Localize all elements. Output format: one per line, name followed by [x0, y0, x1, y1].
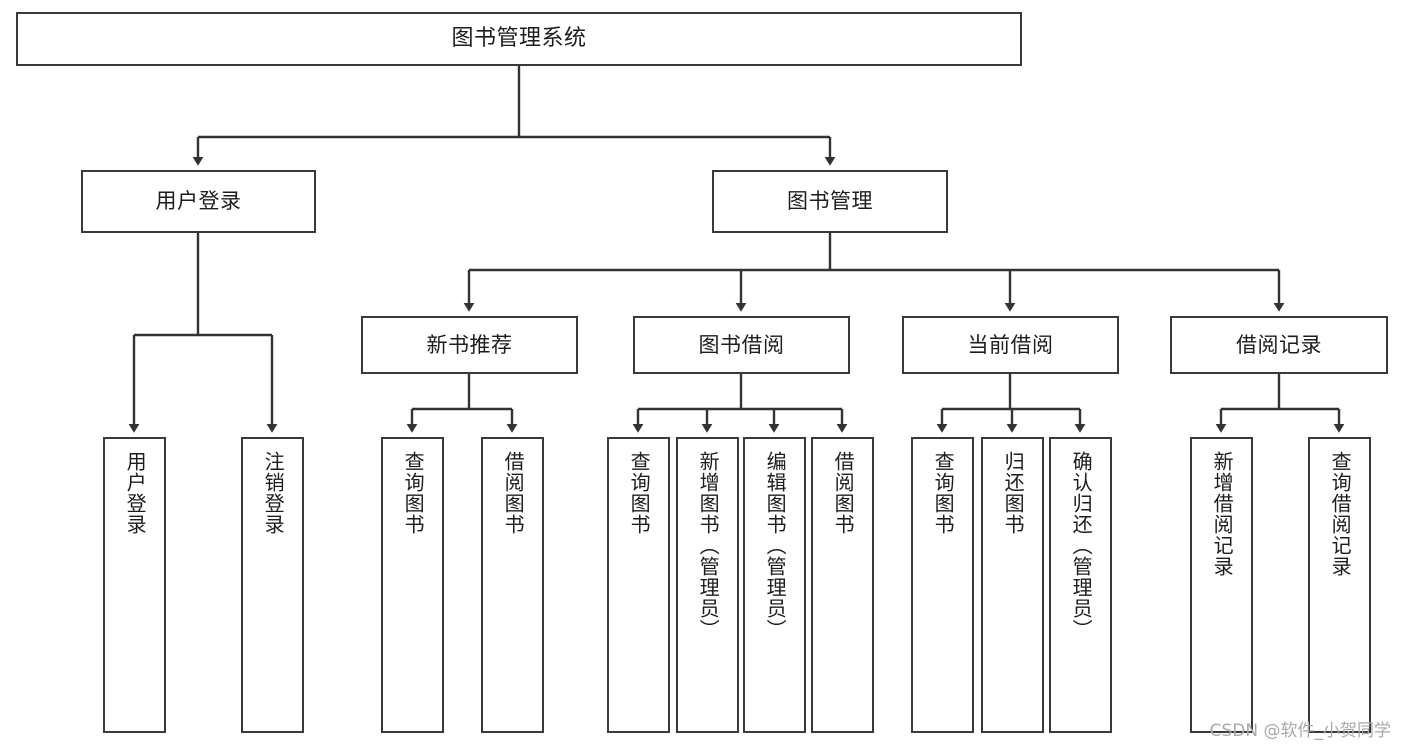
leaf-return-book[interactable]: 归还图书	[981, 437, 1044, 733]
node-label: 借阅记录	[1236, 332, 1322, 357]
leaf-query-book-newbook[interactable]: 查询图书	[381, 437, 444, 733]
leaf-add-book-admin[interactable]: 新增图书（管理员）	[676, 437, 739, 733]
node-label: 查询图书	[401, 451, 426, 535]
leaf-lend-book[interactable]: 借阅图书	[811, 437, 874, 733]
leaf-query-borrow-record[interactable]: 查询借阅记录	[1308, 437, 1371, 733]
node-label: 编辑图书（管理员）	[763, 451, 788, 640]
leaf-query-book-current[interactable]: 查询图书	[911, 437, 974, 733]
node-label: 新书推荐	[426, 332, 513, 357]
node-label: 图书管理	[787, 189, 873, 214]
leaf-logout[interactable]: 注销登录	[241, 437, 304, 733]
node-label: 借阅图书	[831, 451, 856, 535]
node-label: 确认归还（管理员）	[1069, 451, 1094, 640]
node-root-system[interactable]: 图书管理系统	[16, 12, 1022, 66]
node-label: 注销登录	[261, 451, 286, 535]
node-label: 归还图书	[1001, 451, 1026, 535]
node-label: 查询图书	[627, 451, 652, 535]
node-label: 新增借阅记录	[1210, 451, 1235, 577]
node-book-borrow[interactable]: 图书借阅	[633, 316, 850, 374]
leaf-query-book-borrow[interactable]: 查询图书	[607, 437, 670, 733]
node-label: 新增图书（管理员）	[696, 451, 721, 640]
node-label: 查询图书	[931, 451, 956, 535]
node-label: 借阅图书	[501, 451, 526, 535]
leaf-add-borrow-record[interactable]: 新增借阅记录	[1190, 437, 1253, 733]
node-label: 查询借阅记录	[1328, 451, 1353, 577]
leaf-confirm-return-admin[interactable]: 确认归还（管理员）	[1049, 437, 1112, 733]
leaf-user-login[interactable]: 用户登录	[103, 437, 166, 733]
leaf-edit-book-admin[interactable]: 编辑图书（管理员）	[743, 437, 806, 733]
node-label: 当前借阅	[967, 332, 1054, 357]
node-label: 图书管理系统	[451, 26, 587, 52]
node-user-login[interactable]: 用户登录	[81, 170, 316, 233]
node-label: 用户登录	[123, 451, 148, 535]
node-book-management[interactable]: 图书管理	[712, 170, 948, 233]
node-label: 图书借阅	[698, 332, 785, 357]
node-current-borrow[interactable]: 当前借阅	[902, 316, 1119, 374]
node-label: 用户登录	[155, 189, 242, 214]
node-borrow-records[interactable]: 借阅记录	[1170, 316, 1388, 374]
node-new-book-recommend[interactable]: 新书推荐	[361, 316, 578, 374]
watermark-text: CSDN @软件_小贺同学	[1209, 721, 1391, 741]
leaf-borrow-book-newbook[interactable]: 借阅图书	[481, 437, 544, 733]
